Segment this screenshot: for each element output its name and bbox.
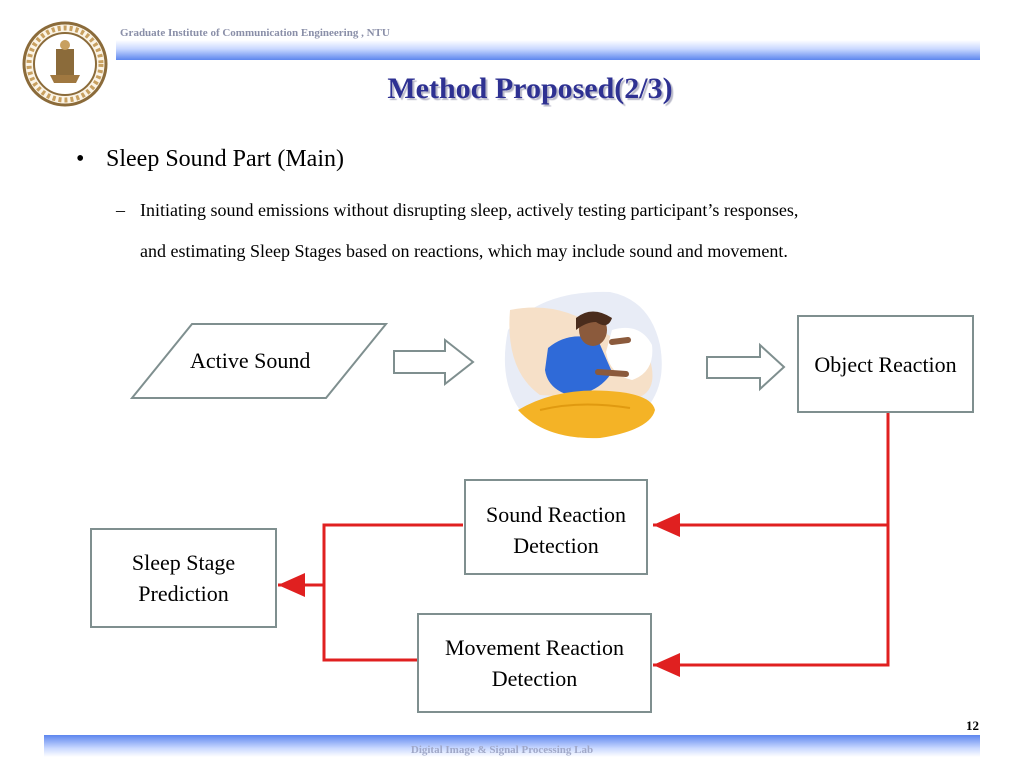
connector-object-to-movement xyxy=(653,525,890,677)
bullet-text: Sleep Sound Part (Main) xyxy=(106,146,344,172)
header-institute: Graduate Institute of Communication Engi… xyxy=(120,27,390,39)
sleep-stage-label-1: Sleep Stage xyxy=(131,550,236,575)
arrow-right-icon xyxy=(393,337,475,387)
sub-bullet-line-2: and estimating Sleep Stages based on rea… xyxy=(140,241,788,261)
sound-reaction-detection-box: Sound Reaction Detection xyxy=(464,479,648,575)
active-sound-label: Active Sound xyxy=(190,348,311,373)
movement-reaction-label-2: Detection xyxy=(491,666,578,691)
movement-reaction-detection-box: Movement Reaction Detection xyxy=(417,613,652,713)
sleep-stage-prediction-box: Sleep Stage Prediction xyxy=(90,528,277,628)
sub-bullet-text-1: Initiating sound emissions without disru… xyxy=(140,200,799,220)
movement-reaction-label-1: Movement Reaction xyxy=(444,635,624,660)
page-number: 12 xyxy=(966,718,979,733)
sleeping-person-illustration xyxy=(504,291,662,439)
sleep-stage-label-2: Prediction xyxy=(138,581,229,606)
footer-bar xyxy=(44,735,980,757)
arrow-right-icon-2 xyxy=(706,342,786,392)
header-bar xyxy=(116,40,980,60)
bullet-dot-icon: • xyxy=(76,146,85,172)
slide-title: Method Proposed(2/3) xyxy=(387,72,673,105)
sub-bullet-line-1: –Initiating sound emissions without disr… xyxy=(116,200,798,221)
bullet-item: • Sleep Sound Part (Main) xyxy=(76,146,344,173)
object-reaction-label: Object Reaction xyxy=(814,351,957,377)
sound-reaction-label-1: Sound Reaction xyxy=(486,502,626,527)
active-sound-shape xyxy=(129,323,389,399)
footer-lab: Digital Image & Signal Processing Lab xyxy=(410,744,594,756)
object-reaction-box: Object Reaction xyxy=(797,315,974,413)
dash-icon: – xyxy=(116,200,125,220)
connector-object-to-sound xyxy=(653,412,890,537)
connector-detection-bracket xyxy=(322,523,463,662)
sound-reaction-label-2: Detection xyxy=(513,533,599,558)
university-seal-logo xyxy=(22,21,108,107)
